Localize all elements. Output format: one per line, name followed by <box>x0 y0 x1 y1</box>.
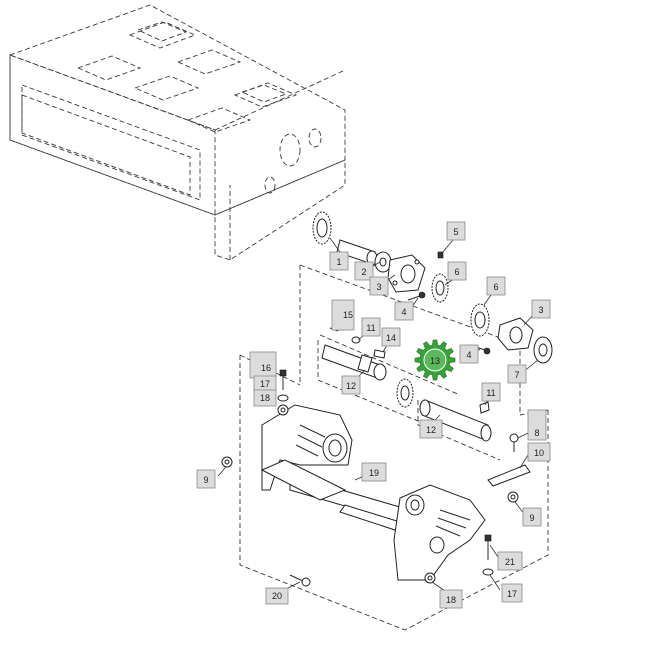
highlight-label: 13 <box>430 356 440 366</box>
callout-18[interactable]: 18 <box>439 589 463 609</box>
callout-12-label: 12 <box>346 381 356 391</box>
callout-18-label: 18 <box>260 393 270 403</box>
right-gear-parts <box>469 303 553 364</box>
callout-10-label: 10 <box>534 448 544 458</box>
callout-6[interactable]: 6 <box>486 276 506 296</box>
callout-4[interactable]: 4 <box>459 344 479 364</box>
callout-21[interactable]: 21 <box>497 551 523 571</box>
callout-2[interactable]: 2 <box>354 261 374 281</box>
callout-20[interactable]: 20 <box>265 587 289 605</box>
callout-11-label: 11 <box>486 388 495 398</box>
callout-5[interactable]: 5 <box>446 221 466 241</box>
frame-housing <box>9 4 346 261</box>
callout-19-label: 19 <box>369 468 379 478</box>
callout-6[interactable]: 6 <box>447 261 467 281</box>
callout-19[interactable]: 19 <box>361 462 387 482</box>
callout-1[interactable]: 1 <box>329 251 349 271</box>
callout-9-label: 9 <box>203 475 208 485</box>
callout-9-label: 9 <box>529 513 534 523</box>
callout-3[interactable]: 3 <box>369 276 389 296</box>
callout-1-label: 1 <box>336 257 341 267</box>
callout-4-label: 4 <box>466 350 471 360</box>
arm-assembly <box>260 404 486 581</box>
callout-14[interactable]: 14 <box>381 327 401 347</box>
callout-6-label: 6 <box>454 267 459 277</box>
callout-12-label: 12 <box>426 425 436 435</box>
callout-7[interactable]: 7 <box>507 364 527 384</box>
callout-11[interactable]: 11 <box>361 317 381 337</box>
callout-12[interactable]: 12 <box>341 375 361 395</box>
highlighted-part-13[interactable]: 13 <box>414 339 456 381</box>
callout-17-label: 17 <box>260 379 270 389</box>
callout-8-label: 8 <box>534 428 539 438</box>
callout-10[interactable]: 10 <box>527 442 551 462</box>
callout-15[interactable]: 15 <box>331 299 355 331</box>
callout-15-label: 15 <box>343 310 353 320</box>
callout-4[interactable]: 4 <box>394 301 414 321</box>
hardware-fasteners <box>221 369 531 587</box>
callout-12[interactable]: 12 <box>419 419 443 439</box>
callout-20-label: 20 <box>272 591 282 601</box>
callout-3-label: 3 <box>538 305 543 315</box>
callout-9[interactable]: 9 <box>196 469 216 489</box>
middle-shaft-parts <box>321 327 492 442</box>
callout-4-label: 4 <box>401 307 406 317</box>
callout-6-label: 6 <box>493 282 498 292</box>
callout-9[interactable]: 9 <box>522 507 542 527</box>
callout-11-label: 11 <box>366 323 375 333</box>
callout-17[interactable]: 17 <box>501 583 523 603</box>
upper-shaft-parts <box>312 211 449 303</box>
callout-17-label: 17 <box>507 589 517 599</box>
callout-3-label: 3 <box>376 282 381 292</box>
callout-2-label: 2 <box>361 267 366 277</box>
callout-5-label: 5 <box>453 227 458 237</box>
callout-21-label: 21 <box>505 557 515 567</box>
callout-14-label: 14 <box>386 333 396 343</box>
callout-18[interactable]: 18 <box>253 389 277 407</box>
callout-3[interactable]: 3 <box>531 299 551 319</box>
callout-18-label: 18 <box>446 595 456 605</box>
callout-11[interactable]: 11 <box>481 382 501 402</box>
callout-16[interactable]: 16 <box>249 351 277 379</box>
callout-16-label: 16 <box>261 363 271 373</box>
callout-8[interactable]: 8 <box>527 409 547 441</box>
callout-7-label: 7 <box>514 370 519 380</box>
